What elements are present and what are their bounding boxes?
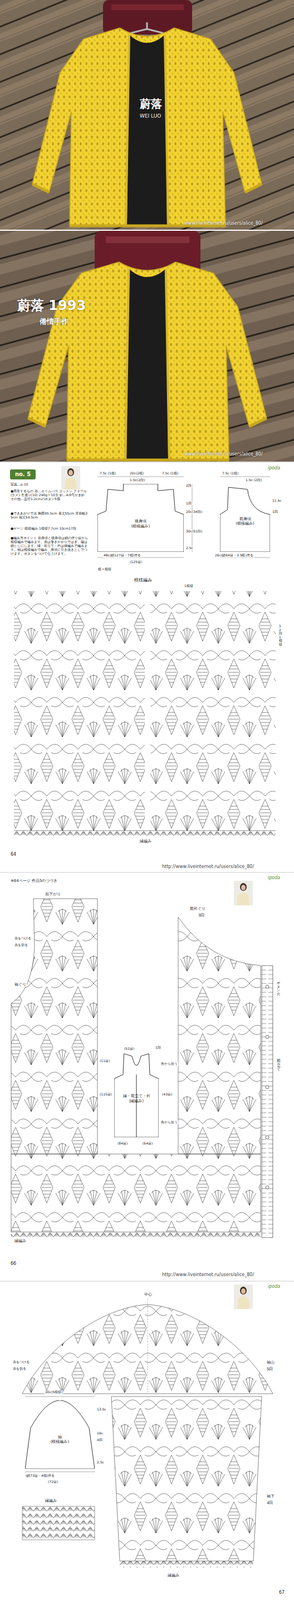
title-badge: no. 5 (10, 468, 36, 479)
piece-name: 後身頃 (134, 518, 147, 524)
chart-label: 1模様 (183, 583, 194, 588)
piece-schematic: 縁・前立て・衿(縁編み) (114, 1052, 159, 1136)
chart-label: 1回 (271, 509, 279, 514)
chart-label: 袖下 (266, 1492, 276, 1497)
chart-label: 20c(2模) (129, 471, 145, 475)
watermark: 倦情手作 (38, 317, 70, 326)
chart-label: 30c(51段) (185, 528, 203, 533)
piece-outline (97, 483, 184, 552)
chart-label: (鎖73目・4模)作る (25, 1472, 56, 1477)
chart-label: 20c(34段) (185, 509, 203, 514)
chart-label: 中心 (143, 1290, 153, 1296)
chart-label: 5回 (266, 1365, 274, 1370)
chart-label: (84目) (116, 1140, 129, 1145)
piece-name: 縁・前立て・衿 (123, 1092, 151, 1098)
stitch-name: (模様編み) (235, 520, 254, 526)
instruction-text: ●ゲージ 模様編み 1模様7.7cm 10cm17段 (10, 526, 90, 531)
chart-label: 1.5c (2段) (245, 477, 263, 482)
chart-label: (51目) (123, 1045, 135, 1050)
chart-label: 袖山 (266, 1358, 276, 1364)
chart-label: 2.5c (185, 545, 194, 550)
chart-label: 写真…p.10 (10, 482, 29, 487)
chart-label: 1回 (185, 501, 193, 506)
piece-schematic: 前身頃(模様編み) (219, 483, 271, 552)
chart-label: 2段 (185, 483, 193, 488)
chart-label: 19c (96, 1429, 104, 1434)
chart-label: 26c(鎖64目・3.5模)作る (214, 552, 254, 557)
chart-label: 糸を切る (12, 1365, 27, 1370)
chart-label: 縁編み (139, 838, 153, 843)
instruction-text: ●編み方ポイント 前身頃と後身頃は鎖の作り目から模様編みで編みます。肩は巻きかが… (10, 535, 90, 555)
piece-schematic: 後身頃(模様編み) (97, 483, 184, 552)
chart-label: 48c(鎖127目・7模)作る (103, 552, 142, 557)
chart-label: (125目) (129, 559, 143, 564)
chart-label: (11目) (99, 1057, 111, 1062)
chart-label: 縁編み (44, 1496, 58, 1502)
instruction-text: ●用意するもの 糸…オリムパス コットン クオール(ラメ) 生成り(10) 29… (10, 488, 90, 501)
chart-label: 66 (10, 1259, 17, 1265)
watermark: www.liveinternet.ru/users/alice_80/ (183, 451, 264, 457)
chart-label: (115目) (99, 1091, 113, 1096)
chart-label: 4回 (96, 1436, 104, 1441)
chart-label: 11.5c (271, 498, 283, 503)
chart-label: 袖ぐり (13, 981, 27, 986)
chart-label: 模様編み (133, 576, 153, 582)
chart-label: (43目) (161, 1091, 173, 1096)
chart-label: 7.5c (1模) (221, 471, 239, 475)
instruction-text: ●できあがり寸法 胸囲95.5cm 着丈55cm 背肩幅35cm 袖丈54.5c… (10, 511, 90, 519)
chart-label: 7.5c (1模) (99, 471, 117, 475)
chart-label: 角から拾う (160, 1119, 179, 1124)
piece-name: no. 5 (15, 470, 31, 478)
chart-label: 糸をつける (13, 935, 32, 940)
chart-label: ※64ページ 作品5のつづき (10, 877, 58, 882)
chart-label: (64目) (141, 1140, 154, 1145)
chart-label: (72目) (47, 1478, 59, 1483)
stitch-name: (縁編み) (129, 1097, 144, 1103)
chart-label: 12段1模様 (278, 623, 283, 646)
chart-label: 縁編み (167, 1571, 180, 1576)
chart-label: 角から拾う (160, 1060, 179, 1065)
chart-label: 1段 (154, 1044, 162, 1049)
source-url: http://www.liveinternet.ru/users/alice_8… (161, 863, 255, 869)
chart-label: 67 (278, 1588, 286, 1594)
stitch-name: (模様編み) (50, 1437, 70, 1443)
chart-label: 前衿ぐり (189, 905, 207, 910)
watermark: 蔚落 1993 (16, 297, 87, 314)
stitch-name: (模様編み) (131, 523, 150, 529)
piece-name: 袖 (57, 1433, 62, 1439)
piece-name: 前身頃 (239, 516, 252, 522)
piece-schematic: 袖(模様編み) (25, 1398, 95, 1468)
chart-label: 前立て (276, 1057, 282, 1071)
chart-label: ipoda (267, 1282, 281, 1288)
chart-label: 縁編み (13, 1237, 27, 1242)
chart-label: 1.5c(2段) (129, 477, 146, 482)
chart-label: 肩下がり (44, 890, 62, 896)
chart-label: 模＝模様 (97, 566, 112, 571)
watermark: WEI LUO (139, 113, 162, 119)
chart-label: 64 (10, 850, 17, 856)
watermark: 蔚落 (139, 97, 163, 111)
watermark: www.liveinternet.ru/users/alice_80/ (183, 220, 264, 226)
chart-label: 7.5c (1模) (161, 471, 179, 475)
source-url: http://www.liveinternet.ru/users/alice_8… (161, 1270, 255, 1276)
chart-label: 13.5c (96, 1405, 107, 1410)
chart-label: 3回 (197, 912, 205, 917)
chart-label: 4回 (266, 1498, 274, 1504)
chart-label: 糸をつける (12, 1358, 31, 1363)
chart-label: 2.5c (96, 1458, 105, 1463)
chart-label: 糸を切る (13, 942, 29, 947)
chart-label: 30c(5模様) (44, 1388, 63, 1393)
chart-label: ipoda (267, 464, 281, 470)
chart-label: ボタン穴 (276, 980, 281, 995)
chart-label: ipoda (267, 874, 281, 880)
